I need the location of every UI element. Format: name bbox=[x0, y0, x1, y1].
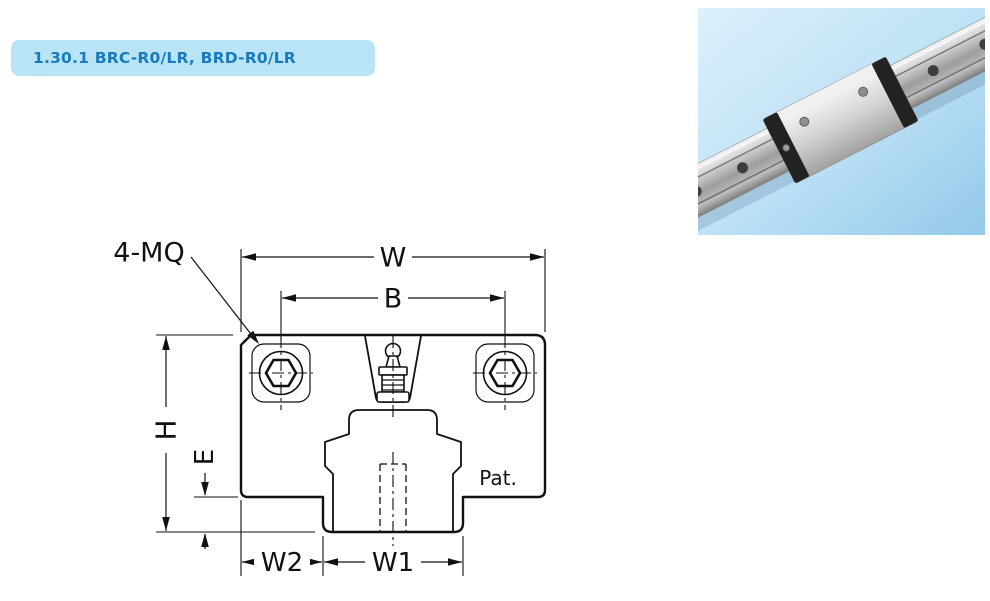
block-top-face bbox=[776, 63, 876, 122]
dimensions: W B 4-MQ bbox=[113, 238, 546, 578]
carriage-block bbox=[763, 57, 918, 183]
rail-assembly bbox=[698, 8, 985, 235]
label-bolt-callout: 4-MQ bbox=[113, 238, 184, 269]
technical-drawing: W B 4-MQ bbox=[60, 225, 620, 595]
label-hole-spacing: B bbox=[384, 284, 403, 315]
block-screw bbox=[799, 116, 810, 127]
dim-hole-spacing: B bbox=[280, 283, 506, 340]
product-photo bbox=[698, 8, 985, 235]
rail-mount-hole bbox=[698, 185, 702, 197]
rail-mount-hole bbox=[737, 162, 749, 174]
callout-mounting-holes: 4-MQ bbox=[113, 238, 259, 344]
carriage-cross-section bbox=[239, 333, 547, 546]
dim-total-width: W bbox=[240, 242, 546, 332]
label-total-width: W bbox=[380, 243, 407, 274]
section-badge: 1.30.1 BRC-R0/LR, BRD-R0/LR bbox=[11, 40, 375, 76]
label-edge-height: E bbox=[190, 449, 220, 465]
block-grease-nipple bbox=[782, 143, 791, 152]
section-label: 1.30.1 BRC-R0/LR, BRD-R0/LR bbox=[33, 49, 296, 67]
rail-mount-hole bbox=[979, 38, 985, 50]
label-total-height: H bbox=[150, 419, 183, 440]
dim-total-height: H bbox=[150, 334, 315, 533]
block-end-seal-right bbox=[872, 57, 918, 128]
label-side-width: W2 bbox=[261, 548, 303, 578]
dim-bottom-widths: W2 W1 bbox=[240, 500, 464, 578]
label-center-width: W1 bbox=[372, 548, 414, 578]
carriage-outline bbox=[239, 333, 547, 534]
center-lines bbox=[249, 336, 537, 546]
product-photo-svg bbox=[698, 8, 985, 235]
technical-drawing-svg: W B 4-MQ bbox=[113, 238, 547, 578]
dim-edge-height: E bbox=[190, 441, 238, 549]
label-patent: Pat. bbox=[479, 466, 517, 490]
block-screw bbox=[858, 86, 869, 97]
rail-mount-hole bbox=[927, 65, 939, 77]
